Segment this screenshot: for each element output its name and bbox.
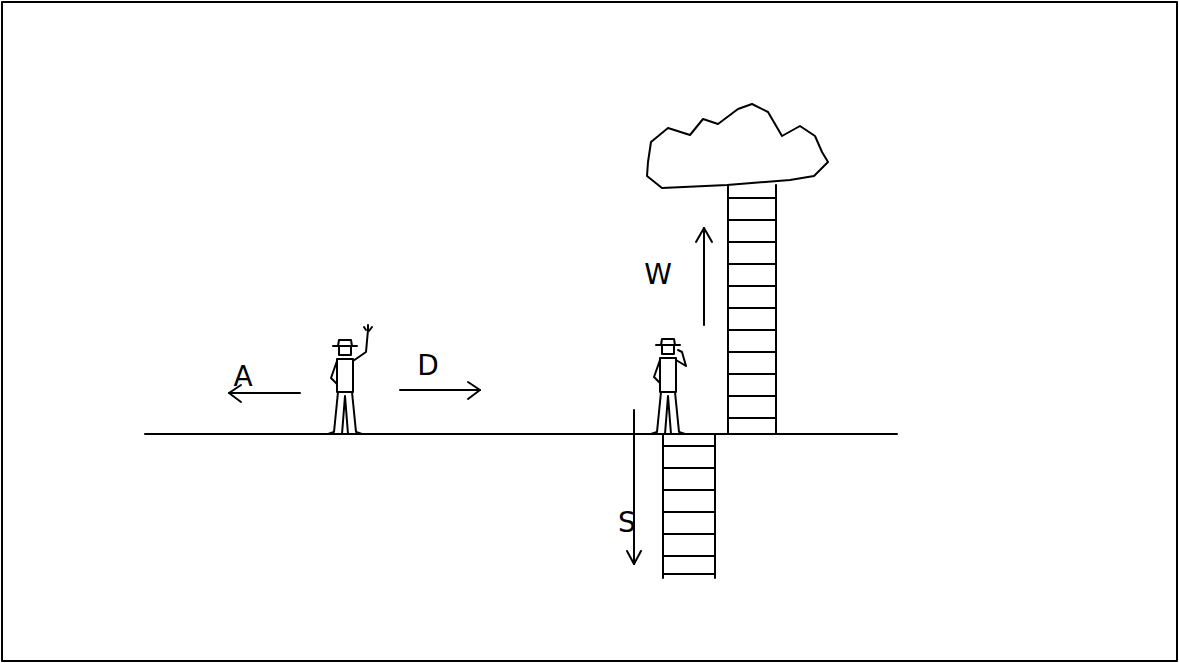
arrow-up [696,228,712,325]
arrow-right [400,382,480,399]
stick-figure-thinking [651,339,686,434]
arrow-down [627,410,641,564]
key-label: D [417,352,439,380]
ground-line [145,433,897,435]
cloud [647,104,828,188]
key-label: W [644,261,672,289]
ladder-down [663,434,715,578]
ladder-up [728,185,776,434]
stick-figure-waving [328,325,372,434]
key-label: A [233,363,252,391]
key-label: S [618,509,636,537]
